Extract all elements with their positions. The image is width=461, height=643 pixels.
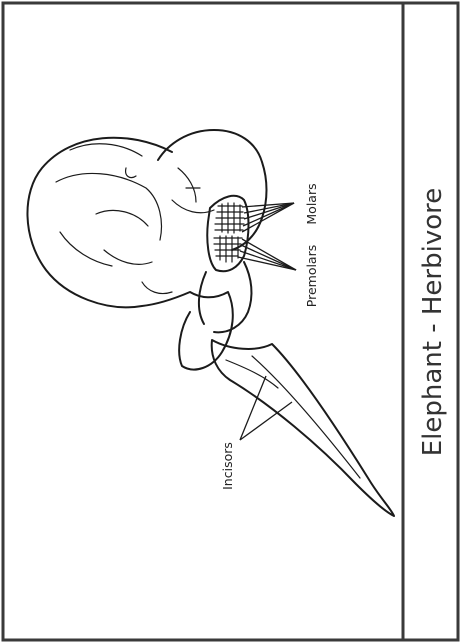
molar-teeth bbox=[215, 203, 244, 233]
page-border bbox=[3, 3, 458, 640]
label-premolars: Premolars bbox=[304, 245, 319, 307]
incisors-pointers bbox=[240, 376, 292, 440]
skull-tusk bbox=[212, 340, 394, 516]
skull-cranium-detail bbox=[56, 144, 172, 294]
label-molars: Molars bbox=[304, 183, 319, 224]
skull-tusk-detail bbox=[226, 356, 360, 478]
skull-crest-detail bbox=[172, 168, 214, 213]
elephant-skull-drawing bbox=[27, 130, 394, 516]
molars-pointers bbox=[242, 203, 294, 232]
skull-crest bbox=[158, 130, 267, 250]
caption-text: Elephant - Herbivore bbox=[418, 188, 448, 457]
skull-cranium bbox=[27, 138, 232, 370]
label-incisors: Incisors bbox=[220, 442, 235, 490]
premolar-teeth bbox=[214, 236, 242, 262]
